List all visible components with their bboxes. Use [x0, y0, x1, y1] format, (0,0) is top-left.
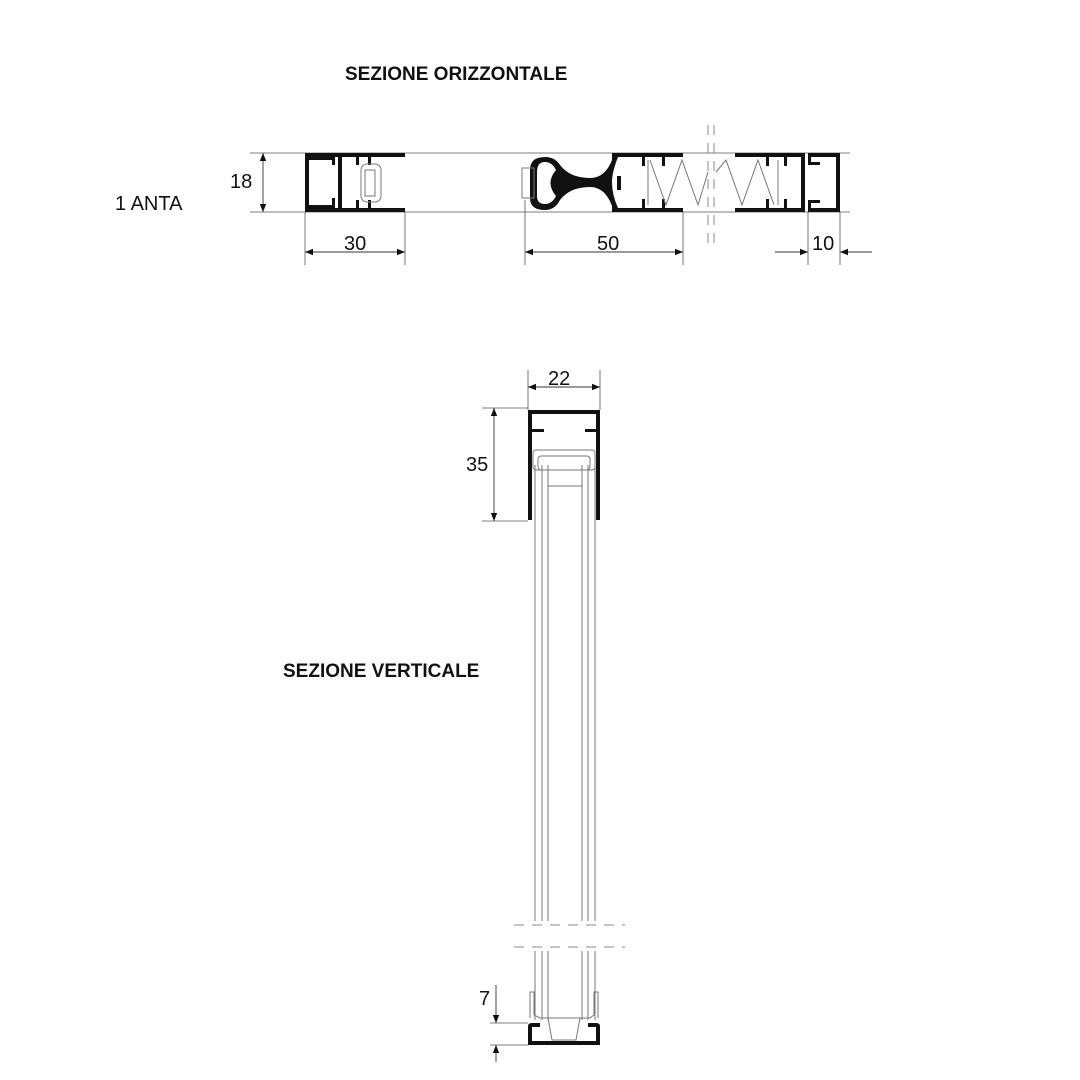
dim-leaf-50: 50	[597, 233, 619, 255]
dim-bottom-7: 7	[479, 988, 490, 1010]
dim-left-frame-30: 30	[344, 233, 366, 255]
horizontal-section-title: SEZIONE ORIZZONTALE	[345, 64, 567, 85]
vertical-section-title: SEZIONE VERTICALE	[283, 661, 479, 682]
right-cap-profile	[715, 153, 840, 212]
top-guide-profile	[528, 410, 600, 520]
bottom-guide-profile	[528, 991, 600, 1045]
left-frame-profile	[305, 153, 405, 212]
dim-cap-10: 10	[812, 233, 834, 255]
variant-label: 1 ANTA	[115, 193, 183, 215]
vertical-section-drawing	[482, 370, 630, 1062]
leaf-profile	[521, 153, 709, 212]
dim-top-35: 35	[466, 454, 488, 476]
dim-height-18: 18	[230, 171, 252, 193]
horizontal-section-drawing	[250, 125, 872, 265]
dim-width-22: 22	[548, 368, 570, 390]
